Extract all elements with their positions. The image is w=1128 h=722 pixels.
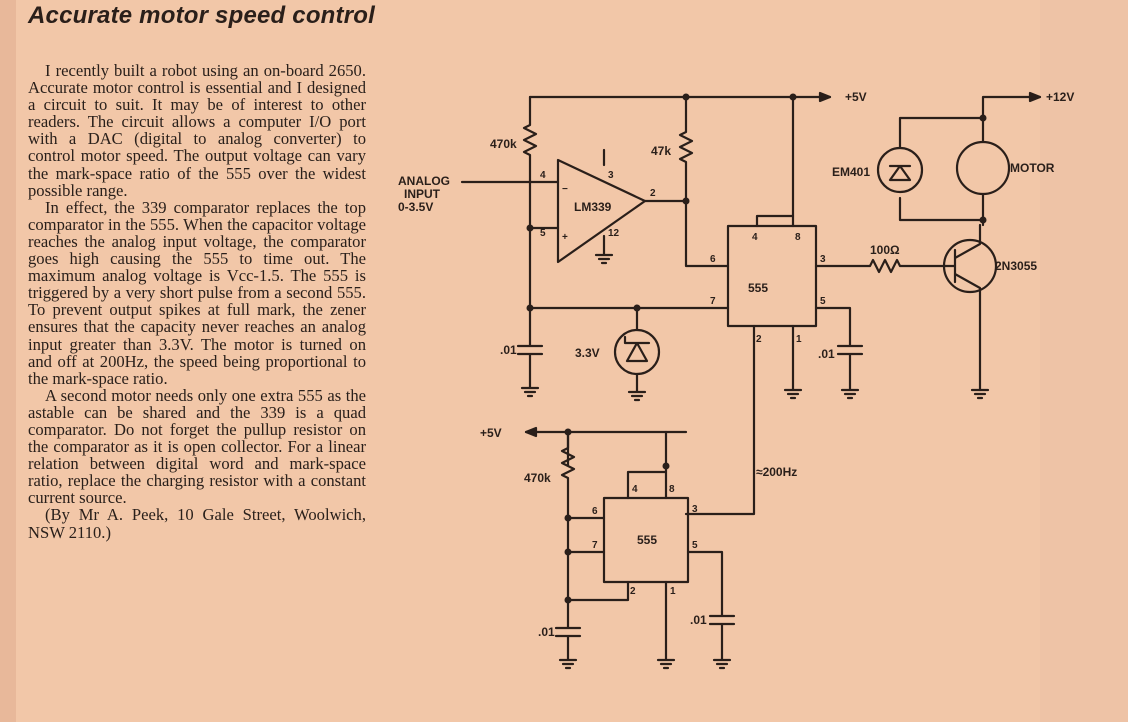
junction-dot — [564, 514, 572, 522]
junction-dot — [564, 548, 572, 556]
circuit-schematic: +5V +12V 470k 47k ANALOG INPUT 0-3.5V LM… — [398, 90, 1074, 670]
resistor-100 — [814, 258, 947, 274]
pin-label: 1 — [796, 334, 802, 345]
article-title: Accurate motor speed control — [28, 2, 376, 29]
ground-icon — [783, 324, 803, 400]
junction-dot — [564, 596, 572, 604]
ground-icon — [594, 234, 614, 265]
pin-minus: − — [562, 184, 568, 195]
junction-dot — [633, 304, 641, 312]
label-100: 100Ω — [870, 243, 900, 257]
pin-label: 8 — [795, 232, 801, 243]
pin-label: 3 — [608, 170, 614, 181]
junction-dot — [682, 93, 690, 101]
timer2-pins-6-7-2 — [566, 516, 630, 602]
pin-label: 4 — [752, 232, 758, 243]
diode-icon — [888, 164, 912, 182]
rail-5v-lower — [566, 430, 688, 467]
label-12v: +12V — [1046, 90, 1074, 104]
label-470k: 470k — [490, 137, 517, 151]
motor-icon — [955, 140, 1011, 196]
label-2n3055: 2N3055 — [995, 259, 1037, 273]
article-body: I recently built a robot using an on-boa… — [28, 62, 366, 541]
pin-label: 8 — [669, 484, 675, 495]
pin-plus: + — [562, 232, 568, 243]
label-cap: .01 — [818, 347, 835, 361]
capacitor-01 — [686, 550, 736, 670]
transistor-icon — [943, 223, 982, 392]
gutter-shadow — [0, 0, 16, 722]
article-paragraph: I recently built a robot using an on-boa… — [28, 61, 366, 200]
resistor-47k — [678, 95, 694, 202]
label-range: 0-3.5V — [398, 200, 433, 214]
label-5v-lower: +5V — [480, 426, 502, 440]
capacitor-01 — [516, 306, 544, 398]
right-page-shade — [1040, 0, 1128, 722]
pin-label: 2 — [650, 188, 656, 199]
pin-label: 5 — [820, 296, 826, 307]
diode-wires — [898, 116, 985, 222]
label-47k: 47k — [651, 144, 671, 158]
lm339-comparator — [556, 158, 647, 264]
label-cap: .01 — [538, 625, 555, 639]
pin-label: 3 — [692, 504, 698, 515]
pin-label: 4 — [632, 484, 638, 495]
capacitor-01 — [814, 306, 864, 400]
junction-dot — [979, 114, 987, 122]
junction-dot — [526, 304, 534, 312]
label-lm339: LM339 — [574, 200, 612, 214]
pin-label: 12 — [608, 228, 620, 239]
pin-label: 2 — [630, 586, 636, 597]
pin-label: 6 — [592, 506, 598, 517]
ground-icon — [970, 388, 990, 400]
label-em401: EM401 — [832, 165, 870, 179]
label-470k-2: 470k — [524, 471, 551, 485]
label-200hz: ≈200Hz — [756, 465, 797, 479]
arrow-icon — [818, 91, 832, 103]
pin-label: 6 — [710, 254, 716, 265]
pin-label: 5 — [692, 540, 698, 551]
capacitor-01 — [554, 516, 582, 670]
junction-dot — [682, 197, 690, 205]
pin-label: 4 — [540, 170, 546, 181]
junction-dot — [662, 462, 670, 470]
ground-icon — [627, 372, 647, 402]
label-3v3: 3.3V — [575, 346, 600, 360]
junction-dot — [789, 93, 797, 101]
pin-label: 1 — [670, 586, 676, 597]
timer-555-2 — [602, 496, 690, 584]
resistor-470k — [522, 95, 538, 182]
label-cap: .01 — [500, 343, 517, 357]
pin-label: 7 — [710, 296, 716, 307]
diode-em401 — [876, 146, 924, 194]
junction-dot — [526, 224, 534, 232]
junction-dot — [979, 216, 987, 224]
label-analog: ANALOG — [398, 174, 450, 188]
arrow-icon — [1028, 91, 1042, 103]
resistor-470k-2 — [524, 430, 576, 520]
ground-icon — [656, 580, 676, 670]
pin2-trigger-wire — [684, 324, 756, 516]
label-cap: .01 — [690, 613, 707, 627]
junction-dot — [564, 428, 572, 436]
pin-label: 2 — [756, 334, 762, 345]
pin4-wire — [755, 214, 795, 228]
label-555-1: 555 — [748, 281, 768, 295]
zener-icon — [623, 335, 651, 363]
pin-label: 7 — [592, 540, 598, 551]
label-555-2: 555 — [637, 533, 657, 547]
article-byline: (By Mr A. Peek, 10 Gale Street, Woolwich… — [28, 505, 366, 542]
article-paragraph: A second motor needs only one extra 555 … — [28, 385, 366, 508]
pin-label: 5 — [540, 228, 546, 239]
label-input: INPUT — [404, 187, 441, 201]
label-motor: MOTOR — [1010, 161, 1055, 175]
label-5v: +5V — [845, 90, 867, 104]
zener-3v3 — [613, 328, 661, 376]
comp-output-wire — [643, 199, 730, 268]
article-paragraph: In effect, the 339 comparator replaces t… — [28, 197, 366, 388]
pin-label: 3 — [820, 254, 826, 265]
timer-555-1 — [726, 224, 818, 328]
